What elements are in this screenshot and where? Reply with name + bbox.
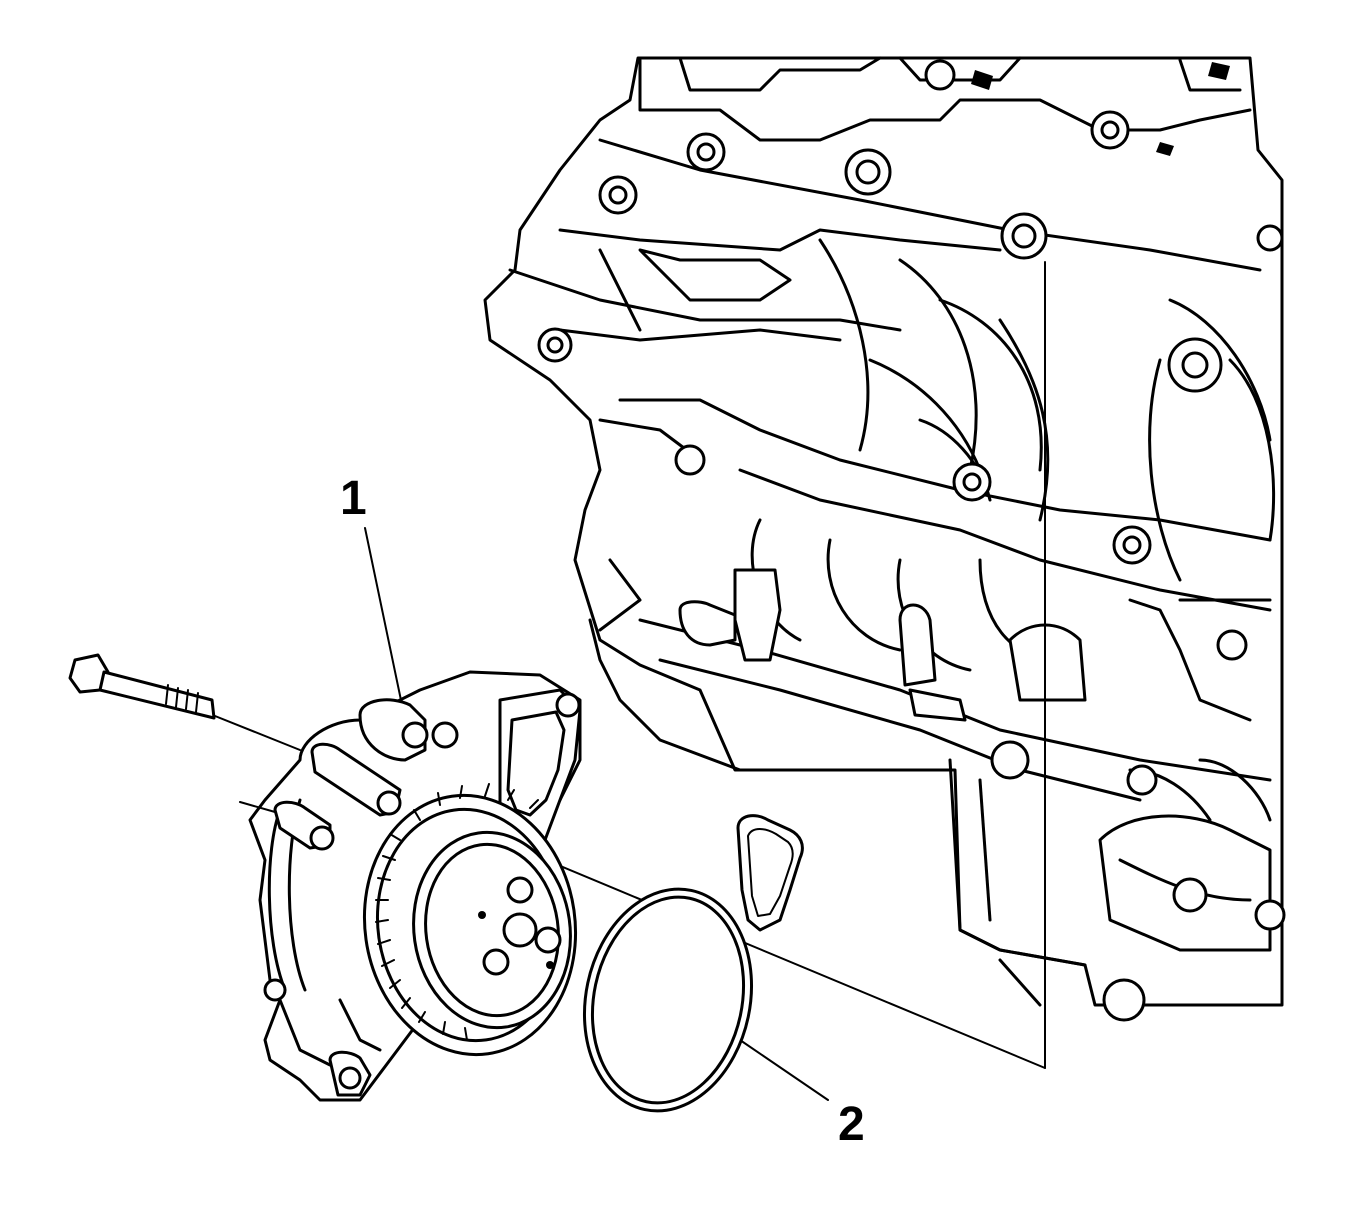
callout-labels: 1 2 [340, 472, 865, 1151]
mounting-bolt [68, 653, 216, 720]
engine-block [483, 56, 1286, 1022]
flange-gasket [736, 814, 804, 932]
pump-assembly [239, 670, 582, 1102]
callout-1: 1 [340, 472, 367, 525]
o-ring [582, 887, 754, 1113]
callout-2: 2 [838, 1098, 865, 1151]
